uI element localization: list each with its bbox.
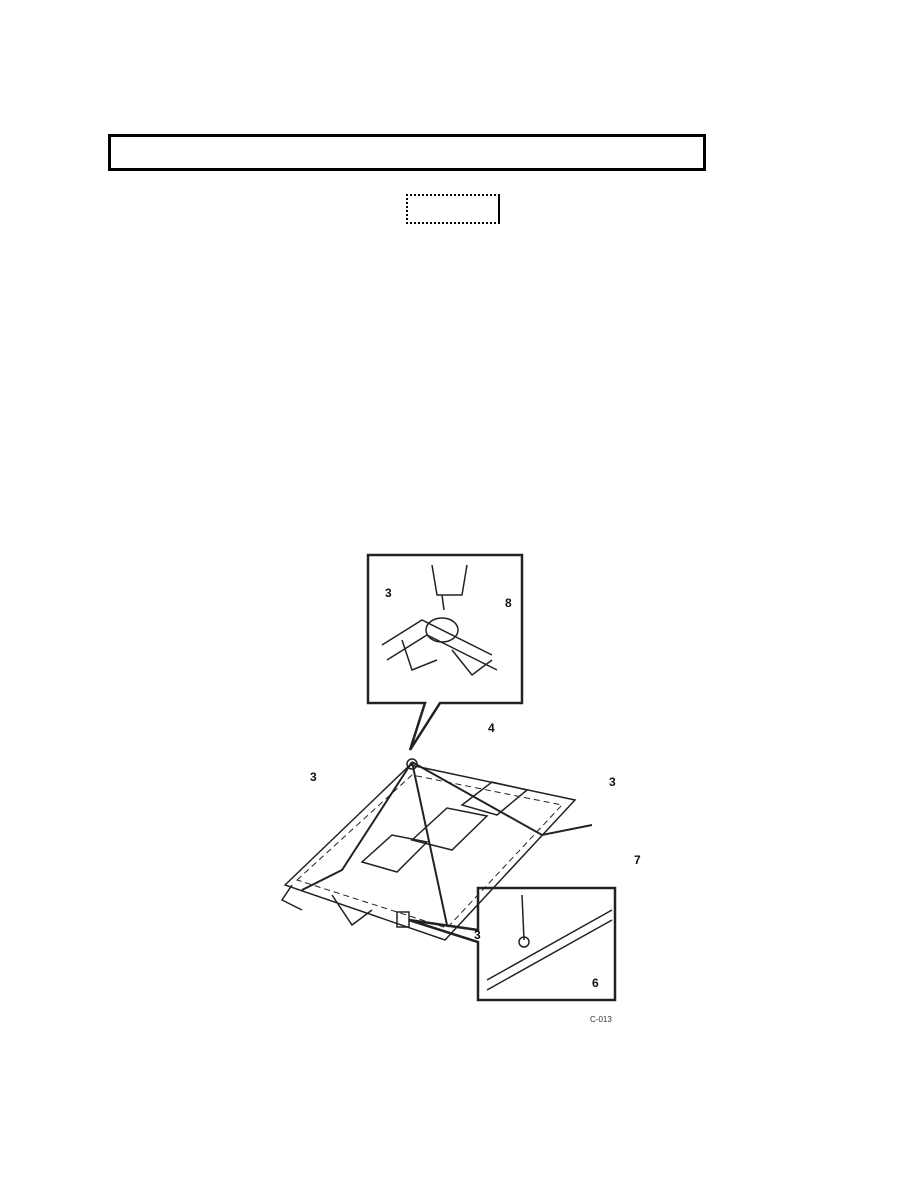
- callout-3-inset: 3: [474, 928, 481, 942]
- tray: [283, 764, 577, 941]
- equipment-illustration: [280, 553, 617, 1002]
- callout-7: 7: [634, 853, 641, 867]
- figure-code: C-013: [590, 1015, 612, 1024]
- callout-3-left: 3: [310, 770, 317, 784]
- detail-inset-top: [366, 553, 524, 751]
- callout-3-right: 3: [609, 775, 616, 789]
- callout-4: 4: [488, 721, 495, 735]
- callout-6: 6: [592, 976, 599, 990]
- tag-box: [406, 194, 500, 224]
- detail-inset-bottom: [408, 886, 617, 1002]
- callout-3-top: 3: [385, 586, 392, 600]
- title-box: [108, 134, 706, 171]
- callout-8: 8: [505, 596, 512, 610]
- strap: [301, 761, 593, 926]
